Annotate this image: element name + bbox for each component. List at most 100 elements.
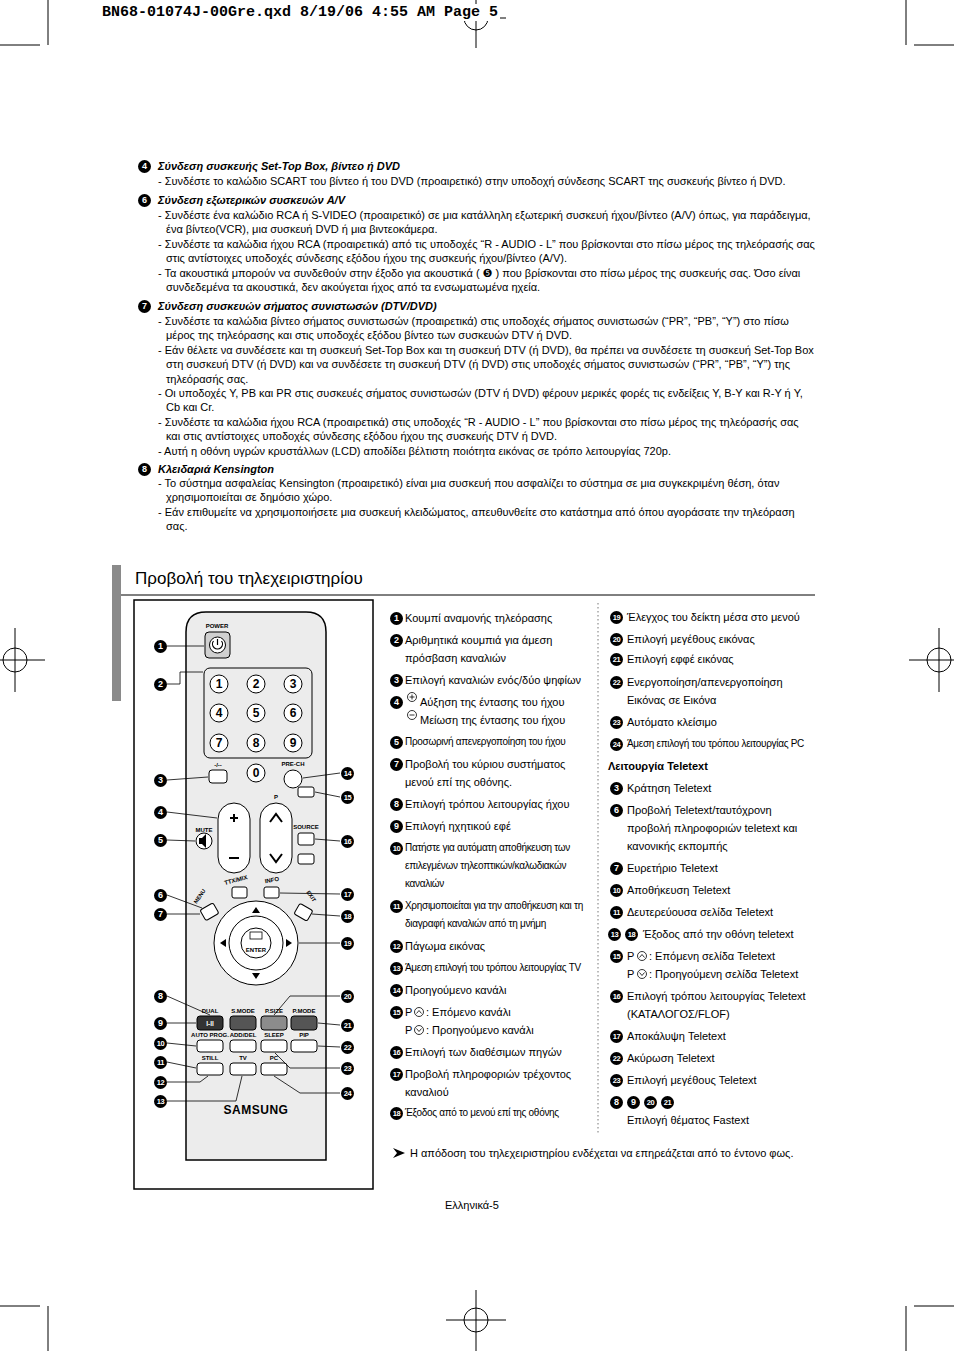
- button-label: I-II: [185, 1020, 235, 1027]
- note-arrow: [393, 1148, 405, 1158]
- legend-text: Επιλογή μεγέθους εικόνας: [627, 630, 812, 648]
- button-number: 6: [268, 706, 318, 720]
- callout-number: 14: [390, 984, 403, 997]
- remote-illustration: [186, 612, 326, 1160]
- callout-number: 11: [154, 1056, 167, 1069]
- legend-text: : Επόμενη σελίδα Teletext: [649, 947, 775, 965]
- callout-number: 8: [390, 798, 403, 811]
- button-number: 2: [231, 677, 281, 691]
- section-heading: Σύνδεση συσκευών σήματος συνιστωσών (DTV…: [158, 299, 815, 313]
- legend-text: Επιλογή εφφέ εικόνας: [627, 650, 812, 668]
- callout-number: 16: [610, 990, 623, 1003]
- button-label: PC: [249, 1055, 299, 1062]
- callout-number: 16: [341, 835, 354, 848]
- legend-text: P: [627, 965, 634, 983]
- callout-number: 18: [625, 928, 638, 941]
- callout-number: 13: [390, 962, 403, 975]
- button-label: STILL: [185, 1055, 235, 1062]
- callout-number: 12: [390, 940, 403, 953]
- callout-number: 18: [390, 1107, 403, 1120]
- callout-number: 9: [627, 1096, 640, 1109]
- paragraph: - Εάν επιθυμείτε να χρησιμοποιήσετε μια …: [158, 505, 815, 534]
- callout-number: 3: [154, 774, 167, 787]
- legend-text: Προβολή Teletext/ταυτόχρονη προβολή πληρ…: [627, 801, 807, 855]
- paragraph: - Συνδέστε το καλώδιο SCART του βίντεο ή…: [158, 174, 815, 188]
- remote-frame: [134, 600, 373, 1189]
- button-label: P: [251, 794, 301, 801]
- callout-number: 15: [390, 1006, 403, 1019]
- callout-number: 21: [341, 1019, 354, 1032]
- brand-logo: SAMSUNG: [206, 1103, 306, 1117]
- callout-number: 8: [154, 990, 167, 1003]
- legend-text: Επιλογή μεγέθους Teletext: [627, 1071, 812, 1089]
- button-label: ADD/DEL: [218, 1032, 268, 1039]
- page-footer: Ελληνικά-5: [445, 1198, 499, 1212]
- legend-text: Ακύρωση Teletext: [627, 1049, 812, 1067]
- column-divider: [598, 603, 599, 1135]
- legend-text: Προσωρινή απενεργοποίηση του ήχου: [405, 733, 593, 751]
- legend-text: P: [627, 947, 634, 965]
- paragraph: - Οι υποδοχές Y, PB και PR στις συσκευές…: [158, 386, 815, 415]
- callout-number: 7: [138, 300, 151, 313]
- button-label: MUTE: [179, 827, 229, 834]
- callout-number: 6: [610, 804, 623, 817]
- callout-number: 8: [610, 1096, 623, 1109]
- button-label: ENTER: [231, 947, 281, 954]
- callout-number: 9: [154, 1017, 167, 1030]
- legend-text: P: [405, 1003, 412, 1021]
- callout-number: 12: [154, 1076, 167, 1089]
- legend-text: : Προηγούμενο κανάλι: [426, 1021, 534, 1039]
- callout-number: 23: [610, 716, 623, 729]
- button-label: POWER: [192, 623, 242, 630]
- callout-number: 21: [661, 1096, 674, 1109]
- callout-number: 1: [154, 640, 167, 653]
- button-number: 8: [231, 736, 281, 750]
- callout-number: 24: [341, 1087, 354, 1100]
- callout-number: 21: [610, 653, 623, 666]
- title-rule: [121, 595, 815, 596]
- callout-number: 17: [610, 1030, 623, 1043]
- button-label: P.MODE: [279, 1008, 329, 1015]
- callout-number: 20: [644, 1096, 657, 1109]
- button-label: AUTO PROG.: [185, 1032, 235, 1039]
- section-heading: Σύνδεση εξωτερικών συσκευών A/V: [158, 193, 815, 207]
- legend-text: Άμεση επιλογή του τρόπου λειτουργίας TV: [405, 959, 593, 977]
- legend-text: : Προηγούμενη σελίδα Teletext: [649, 965, 798, 983]
- button-number: 3: [268, 677, 318, 691]
- paragraph: - Το σύστημα ασφαλείας Kensington (προαι…: [158, 476, 815, 505]
- paragraph: - Συνδέστε τα καλώδια ήχου RCA (προαιρετ…: [158, 415, 815, 444]
- file-header: BN68-01074J-00Gre.qxd 8/19/06 4:55 AM Pa…: [100, 4, 500, 21]
- button-label: PIP: [279, 1032, 329, 1039]
- callout-number: 6: [154, 889, 167, 902]
- legend-text: P: [405, 1021, 412, 1039]
- legend-text: Προβολή πληροφοριών τρέχοντος καναλιού: [405, 1065, 593, 1101]
- button-number: 4: [194, 706, 244, 720]
- paragraph: - Συνδέστε ένα καλώδιο RCA ή S-VIDEO (πρ…: [158, 208, 815, 237]
- callout-number: 13: [154, 1095, 167, 1108]
- callout-number: 1: [390, 612, 403, 625]
- callout-number: 7: [610, 862, 623, 875]
- legend-text: Έξοδος από το μενού επί της οθόνης: [405, 1104, 593, 1122]
- callout-number: 24: [610, 738, 623, 751]
- callout-number: 22: [610, 1052, 623, 1065]
- section-heading: Σύνδεση συσκευής Set-Top Box, βίντεο ή D…: [158, 159, 815, 173]
- legend-text: Πατήστε για αυτόματη αποθήκευση των επιλ…: [405, 839, 593, 893]
- button-label: TV: [218, 1055, 268, 1062]
- button-label: S.MODE: [218, 1008, 268, 1015]
- legend-text: Επιλογή τρόπου λειτουργίας ήχου: [405, 795, 593, 813]
- legend-text: : Επόμενο κανάλι: [426, 1003, 511, 1021]
- callout-number: 22: [341, 1041, 354, 1054]
- callout-number: 22: [610, 676, 623, 689]
- paragraph: - Τα ακουστικά μπορούν να συνδεθούν στην…: [158, 266, 815, 295]
- button-number: 1: [194, 677, 244, 691]
- legend-text: Επιλογή θέματος Fastext: [627, 1111, 815, 1129]
- legend-text: Επιλογή των διαθέσιμων πηγών: [405, 1043, 593, 1061]
- callout-number: 8: [138, 463, 151, 476]
- callout-number: 20: [610, 633, 623, 646]
- legend-text: Ενεργοποίηση/απενεργοποίηση Εικόνας σε Ε…: [627, 673, 812, 709]
- paragraph: - Εάν θέλετε να συνδέσετε και τη συσκευή…: [158, 343, 815, 386]
- callout-number: 9: [390, 820, 403, 833]
- callout-number: 19: [610, 611, 623, 624]
- legend-text: Έξοδος από την οθόνη teletext: [643, 925, 813, 943]
